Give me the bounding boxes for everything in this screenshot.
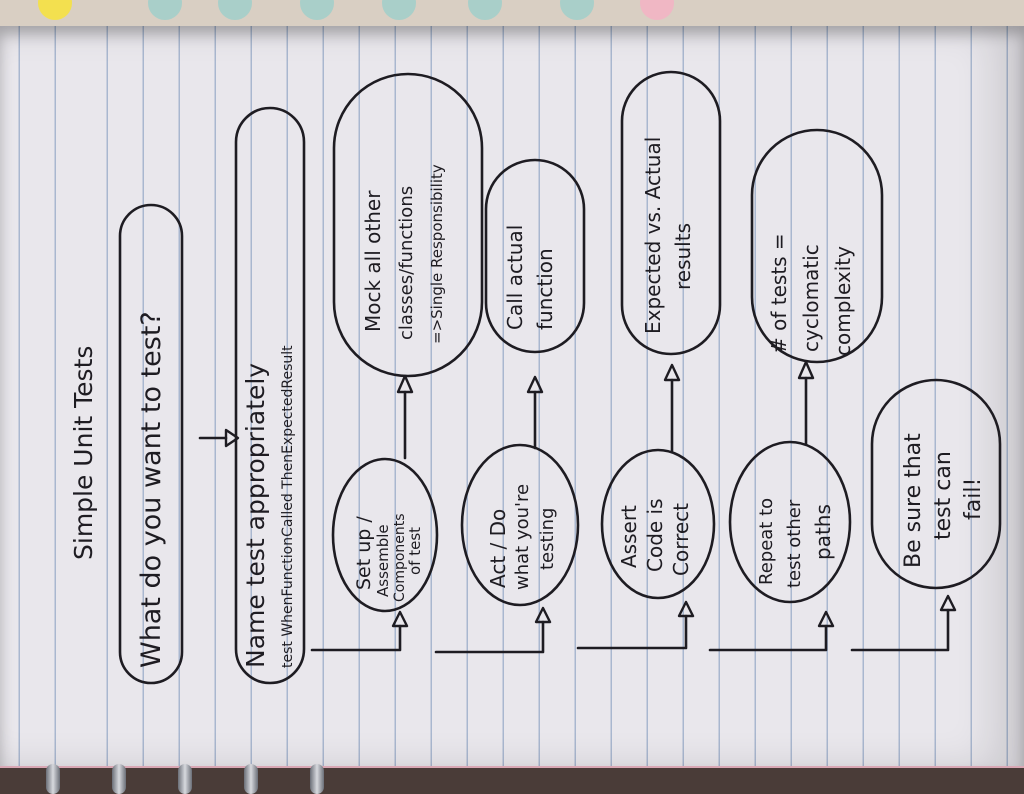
node-setup-line3: Components: [392, 513, 408, 602]
node-act-line2: what you're: [512, 484, 533, 590]
node-tests-line2: cyclomatic: [799, 244, 823, 352]
node-what-to-test: What do you want to test?: [118, 203, 184, 685]
pattern-dot: [148, 0, 182, 20]
node-fail-line2: test can: [931, 451, 956, 540]
node-repeat-line1: Repeat to: [756, 498, 777, 585]
flow-line: [310, 624, 402, 652]
pattern-dot: [38, 0, 72, 20]
node-call-line1: Call actual: [503, 225, 527, 330]
arrow-head: [391, 610, 409, 628]
node-mock: Mock all other classes/functions =>Singl…: [332, 72, 484, 378]
node-assert-line3: Correct: [669, 503, 693, 576]
node-repeat-line3: paths: [811, 504, 835, 560]
node-outline: [600, 448, 716, 600]
node-outline: [870, 378, 1002, 590]
pattern-dot: [300, 0, 334, 20]
arrow-head: [677, 600, 695, 618]
spiral-ring: [46, 764, 60, 794]
node-repeat: Repeat to test other paths: [728, 440, 852, 604]
node-fail: Be sure that test can fail!: [870, 378, 1002, 590]
flow-line: [576, 614, 688, 650]
arrow-head: [797, 360, 815, 380]
spiral-ring: [112, 764, 126, 794]
node-setup-line1: Set up /: [353, 516, 375, 590]
node-expected-line2: results: [671, 223, 695, 290]
node-call-line2: function: [533, 248, 557, 330]
node-outline: [620, 70, 722, 356]
node-outline: [118, 203, 184, 685]
node-mock-line2: classes/functions: [396, 186, 417, 340]
node-assert-line1: Assert: [617, 505, 641, 568]
arrow-head: [817, 610, 835, 628]
node-outline: [332, 72, 484, 378]
node-setup-line2: Assemble: [374, 524, 392, 597]
node-act-line3: testing: [537, 508, 558, 570]
spiral-ring: [244, 764, 258, 794]
node-repeat-line2: test other: [784, 499, 805, 588]
node-outline: [484, 158, 586, 354]
notebook-page: [0, 26, 1024, 794]
node-what-label: What do you want to test?: [136, 311, 167, 668]
node-assert-line2: Code is: [643, 498, 667, 572]
diagram-title: Simple Unit Tests: [69, 346, 98, 560]
node-name-sublabel: test WhenFunctionCalled ThenExpectedResu…: [280, 345, 296, 668]
node-setup-line4: of test: [406, 527, 424, 575]
node-tests-line1: # of tests =: [767, 233, 791, 354]
pattern-dot: [560, 0, 594, 20]
arrow-head: [663, 363, 681, 382]
pattern-dot: [382, 0, 416, 20]
node-outline: [750, 128, 884, 364]
node-tests-count: # of tests = cyclomatic complexity: [750, 128, 884, 364]
arrow-head: [224, 428, 240, 448]
node-act-line1: Act / Do: [486, 509, 510, 588]
node-expected-line1: Expected vs. Actual: [641, 137, 665, 334]
margin-line: [0, 766, 1024, 768]
node-outline: [460, 443, 580, 607]
pattern-dot: [468, 0, 502, 20]
node-name-label: Name test appropriately: [241, 363, 270, 668]
flowchart-diagram: Simple Unit Tests What do you want to te…: [69, 70, 1002, 685]
node-expected: Expected vs. Actual results: [620, 70, 722, 356]
node-fail-line1: Be sure that: [901, 433, 926, 568]
node-fail-line3: fail!: [961, 478, 986, 520]
arrow-head: [396, 374, 414, 394]
arrow-head: [526, 375, 544, 394]
node-outline: [234, 106, 306, 685]
flow-line: [708, 624, 828, 652]
node-call: Call actual function: [484, 158, 586, 354]
node-outline: [728, 440, 852, 604]
flow-line: [434, 620, 545, 654]
arrow-head: [939, 594, 957, 612]
pattern-dot: [218, 0, 252, 20]
node-setup: Set up / Assemble Components of test: [331, 457, 439, 613]
pattern-dot: [640, 0, 674, 20]
spiral-ring: [178, 764, 192, 794]
node-act: Act / Do what you're testing: [460, 443, 580, 607]
node-tests-line3: complexity: [831, 246, 855, 356]
node-mock-line1: Mock all other: [361, 190, 385, 332]
spiral-ring: [310, 764, 324, 794]
node-assert: Assert Code is Correct: [600, 448, 716, 600]
flow-line: [850, 608, 950, 652]
arrow-head: [534, 606, 552, 624]
node-name-test: Name test appropriately test WhenFunctio…: [234, 106, 306, 685]
node-mock-line3: =>Single Responsibility: [428, 164, 446, 344]
node-outline: [331, 457, 439, 613]
